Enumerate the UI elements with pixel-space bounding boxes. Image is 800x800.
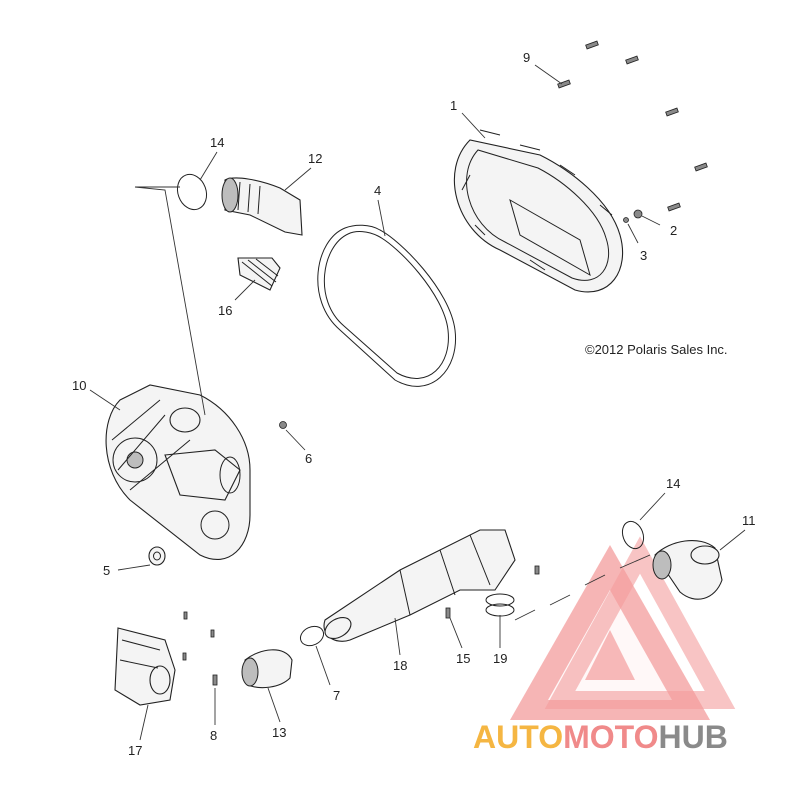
watermark-text: AUTOMOTOHUB (473, 719, 728, 755)
callout-12: 12 (308, 151, 322, 166)
watermark-hub: HUB (658, 719, 727, 755)
copyright-notice: ©2012 Polaris Sales Inc. (585, 342, 728, 357)
callout-14-top: 14 (210, 135, 224, 150)
lower-housing-17 (114, 627, 176, 706)
watermark-moto: MOTO (563, 719, 658, 755)
watermark-auto: AUTO (473, 719, 563, 755)
bolt-15 (445, 565, 540, 619)
callout-1: 1 (450, 98, 457, 113)
hose-clamp-14-top (176, 173, 208, 211)
callout-3: 3 (640, 248, 647, 263)
callout-10: 10 (72, 378, 86, 393)
bolt-6 (279, 421, 287, 429)
callout-9: 9 (523, 50, 530, 65)
screen-16 (237, 257, 281, 291)
callout-17: 17 (128, 743, 142, 758)
cover-bolts (557, 40, 708, 212)
callout-6: 6 (305, 451, 312, 466)
callout-13: 13 (272, 725, 286, 740)
callout-8: 8 (210, 728, 217, 743)
inner-clutch-cover (105, 384, 251, 561)
watermark-logo (510, 536, 736, 720)
bolt-8 (182, 611, 218, 686)
callout-16: 16 (218, 303, 232, 318)
callout-18: 18 (393, 658, 407, 673)
fastener-3 (623, 217, 629, 223)
callout-5: 5 (103, 563, 110, 578)
drive-belt (317, 224, 457, 387)
fastener-2 (633, 209, 643, 219)
outer-clutch-cover (453, 129, 624, 293)
callout-19: 19 (493, 651, 507, 666)
hose-clamp-7 (299, 625, 325, 647)
intake-duct-12 (221, 177, 303, 236)
callout-2: 2 (670, 223, 677, 238)
hose-clamp-14-bottom (621, 520, 645, 550)
band-19 (485, 593, 515, 617)
callout-4: 4 (374, 183, 381, 198)
callout-15: 15 (456, 651, 470, 666)
callout-14-bottom: 14 (666, 476, 680, 491)
callout-11: 11 (742, 513, 756, 528)
intake-boot-13 (241, 649, 293, 689)
callout-7: 7 (333, 688, 340, 703)
intake-duct-18 (323, 529, 516, 642)
washer-5 (148, 546, 166, 566)
elbow-duct-11 (652, 540, 723, 600)
leader-lines (89, 64, 746, 741)
